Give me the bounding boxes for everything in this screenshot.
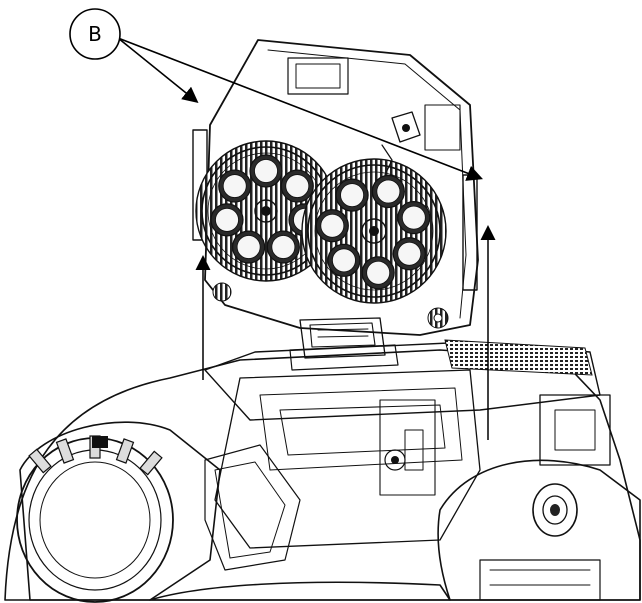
wheel-aperture-glass	[236, 235, 261, 259]
color-wheel-right	[301, 158, 447, 304]
wheel-aperture-glass	[285, 174, 310, 198]
callout-label: B	[88, 22, 102, 46]
wheel-aperture-glass	[215, 207, 239, 232]
wheel-aperture-glass	[332, 248, 356, 273]
wheel-aperture-glass	[376, 179, 401, 204]
wheel-aperture-glass	[271, 235, 296, 259]
wheel-aperture-glass	[401, 205, 426, 230]
lift-arrows	[195, 225, 496, 440]
wheel-aperture-glass	[397, 241, 422, 266]
fixture-head-housing	[4, 339, 641, 603]
module-connector	[289, 317, 399, 371]
color-gobo-wheel-module	[192, 39, 479, 336]
wheel-aperture-glass	[320, 213, 345, 238]
callout-b: B	[69, 8, 483, 181]
wheel-aperture-glass	[340, 183, 365, 208]
callout-circle	[69, 8, 121, 60]
wheel-aperture-glass	[254, 159, 278, 183]
wheel-aperture-glass	[222, 174, 247, 198]
wheel-aperture-glass	[366, 260, 391, 285]
